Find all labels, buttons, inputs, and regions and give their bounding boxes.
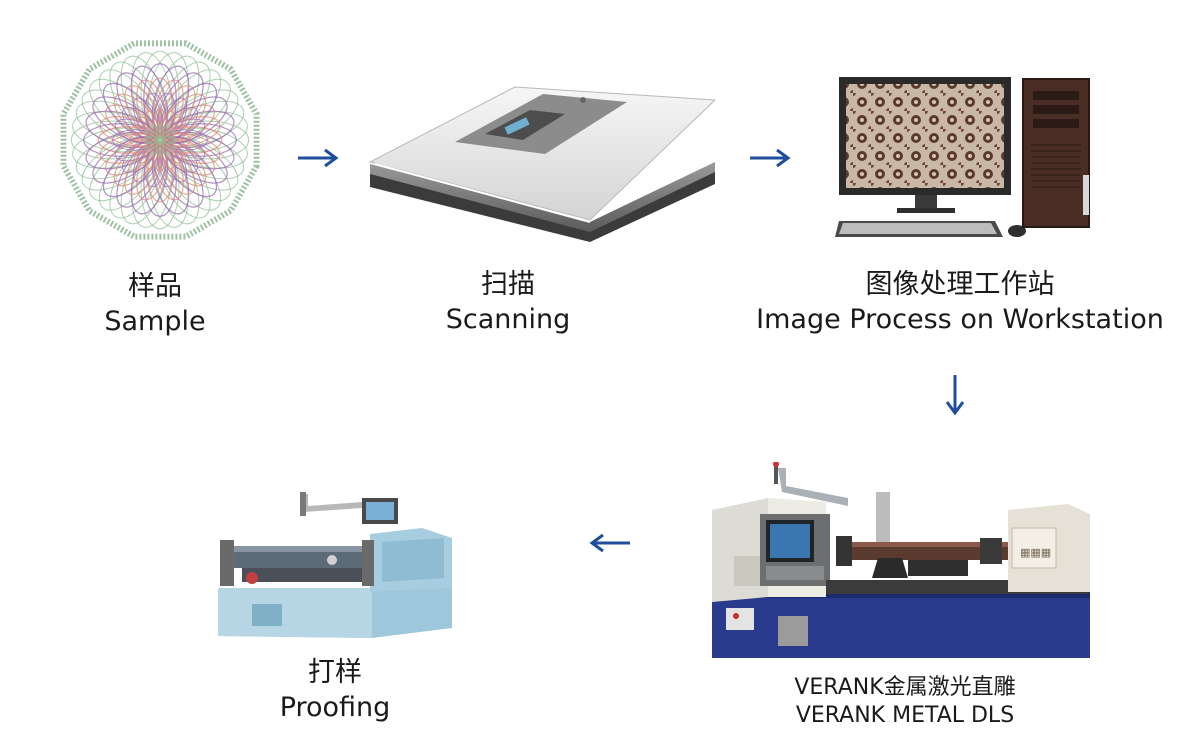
proofing-label-zh: 打样 [308,657,362,688]
arrow-right-icon [298,148,339,168]
proofing-label-en: Proofing [279,691,391,723]
arrow-left-icon [589,533,630,553]
scanning-label-en: Scanning [445,303,571,335]
scanning-label-zh: 扫描 [481,269,535,300]
sample-label: 样品 Sample [60,270,250,339]
laser-machine-image: ▦▦▦ [708,461,1093,660]
workstation-image [835,75,1095,245]
laser-machine-label-en: VERANK METAL DLS [795,703,1015,729]
workstation-label: 图像处理工作站 Image Process on Workstation [735,268,1185,337]
arrow-down-icon [945,375,965,416]
proofing-label: 打样 Proofing [235,656,435,725]
laser-machine-label: VERANK金属激光直雕 VERANK METAL DLS [735,674,1075,730]
workstation-label-en: Image Process on Workstation [756,303,1164,335]
sample-image [55,35,265,245]
sample-label-en: Sample [104,305,206,337]
scanner-image [365,72,720,242]
scanning-label: 扫描 Scanning [408,268,608,337]
svg-text:▦▦▦: ▦▦▦ [1020,546,1051,559]
proofing-press-image [212,488,457,640]
arrow-right-icon [750,148,791,168]
laser-machine-label-zh: VERANK金属激光直雕 [794,675,1016,700]
sample-label-zh: 样品 [128,271,182,302]
workstation-label-zh: 图像处理工作站 [865,269,1055,300]
